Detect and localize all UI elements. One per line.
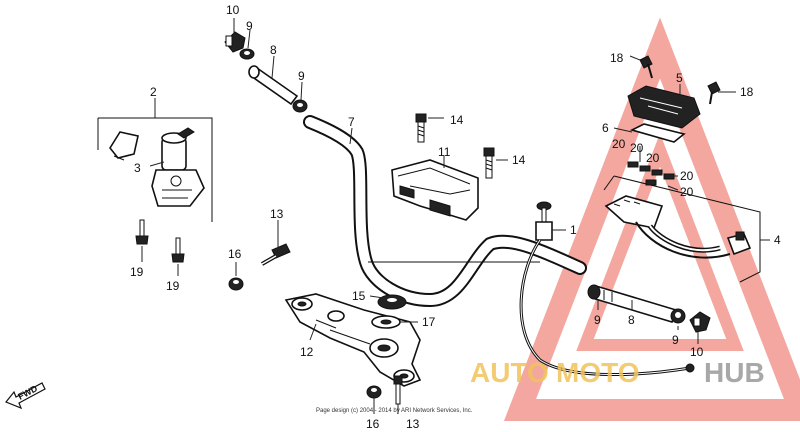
callout-8: 8 — [628, 313, 635, 327]
part-13-bolt-lower — [393, 375, 403, 405]
callout-2: 2 — [150, 85, 157, 99]
callout-13: 13 — [270, 207, 284, 221]
part-19-bolt-a — [135, 219, 149, 245]
part-17-washer — [371, 315, 401, 329]
callout-16: 16 — [366, 417, 380, 431]
part-6-indicator-plate — [629, 123, 686, 143]
callout-12: 12 — [300, 345, 314, 359]
callout-19: 19 — [130, 265, 144, 279]
part-8-top-grip — [248, 65, 299, 106]
callout-15: 15 — [352, 289, 366, 303]
part-9-top-collar — [239, 48, 255, 60]
callout-7: 7 — [348, 115, 355, 129]
leader-lines — [141, 18, 770, 414]
part-3-ignition-switch — [109, 127, 205, 207]
part-19-bolt-b — [171, 237, 185, 263]
part-2-ignition-box — [97, 117, 213, 222]
part-1-throttle-cable — [519, 201, 695, 377]
callout-13: 13 — [406, 417, 420, 431]
part-8-right-grip — [587, 284, 678, 323]
callout-3: 3 — [134, 161, 141, 175]
part-5-meter-cover — [627, 85, 701, 129]
callout-14: 14 — [512, 153, 526, 167]
part-16-nut-upper — [228, 277, 244, 291]
part-18-screw-b — [707, 81, 721, 105]
part-14-bolt-a — [415, 113, 427, 143]
fwd-arrow: FWD — [5, 382, 46, 410]
part-7-handlebar — [303, 115, 587, 308]
watermark-text: AUTO MOTO HUB — [470, 357, 765, 388]
watermark-moto: MOTO — [556, 357, 639, 388]
callout-16: 16 — [228, 247, 242, 261]
callout-labels: 10 9 8 9 2 3 7 14 11 14 18 5 18 6 20 20 … — [130, 3, 781, 431]
callout-9: 9 — [246, 19, 253, 33]
part-11-upper-holder — [391, 159, 479, 221]
callout-18: 18 — [740, 85, 754, 99]
callout-20: 20 — [680, 185, 694, 199]
callout-8: 8 — [270, 43, 277, 57]
part-13-bolt-upper — [261, 243, 291, 266]
callout-9: 9 — [672, 333, 679, 347]
watermark-auto: AUTO — [470, 357, 549, 388]
watermark-triangle — [503, 17, 800, 421]
part-4-indicator-harness — [604, 195, 752, 259]
part-9-right-collar — [670, 308, 686, 324]
callout-14: 14 — [450, 113, 464, 127]
callout-20: 20 — [630, 141, 644, 155]
callout-11: 11 — [438, 145, 451, 159]
callout-1: 1 — [570, 223, 577, 237]
part-15-washer — [377, 294, 407, 310]
callout-19: 19 — [166, 279, 180, 293]
callout-20: 20 — [680, 169, 694, 183]
callout-20: 20 — [612, 137, 626, 151]
part-16-nut-lower — [366, 385, 382, 399]
part-9-top-collar-2 — [292, 99, 308, 113]
copyright-text: Page design (c) 2004 - 2014 by ARI Netwo… — [316, 408, 473, 414]
callout-6: 6 — [602, 121, 609, 135]
part-18-screw-a — [639, 55, 653, 79]
callout-20: 20 — [646, 151, 660, 165]
callout-18: 18 — [610, 51, 624, 65]
callout-17: 17 — [422, 315, 436, 329]
part-10-top-clamp — [224, 31, 246, 53]
part-10-right-clamp — [689, 311, 711, 333]
callout-9: 9 — [298, 69, 305, 83]
callout-10: 10 — [690, 345, 704, 359]
callout-4: 4 — [774, 233, 781, 247]
part-14-bolt-b — [483, 147, 495, 179]
callout-10: 10 — [226, 3, 240, 17]
watermark-hub: HUB — [704, 357, 765, 388]
part-4-indicator-box — [603, 175, 761, 283]
callout-5: 5 — [676, 71, 683, 85]
callout-9: 9 — [594, 313, 601, 327]
